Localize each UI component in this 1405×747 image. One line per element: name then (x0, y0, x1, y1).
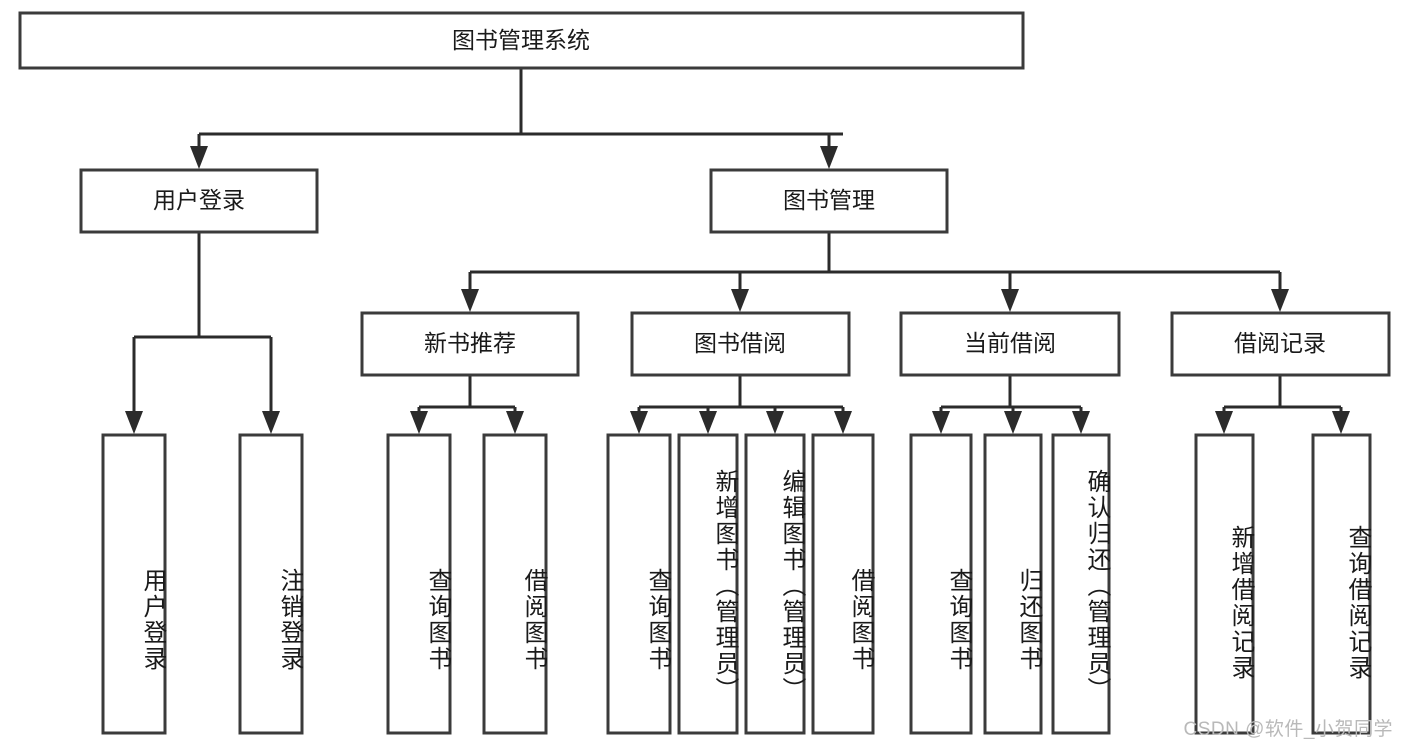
leaf-box-edit-book-admin[interactable] (744, 433, 806, 735)
leaf-boxes (101, 433, 1372, 735)
node-user-login[interactable]: 用户登录 (79, 168, 319, 234)
arrow-head-userlogin-leaf2 (262, 411, 280, 434)
node-book-management[interactable]: 图书管理 (709, 168, 949, 234)
arrow-head-root-to-user-login (190, 146, 208, 169)
leaf-box-logout-login[interactable] (238, 433, 304, 735)
node-current-borrow[interactable]: 当前借阅 (899, 311, 1121, 377)
arrow-head-root-to-book-mgmt (820, 146, 838, 169)
arrow-head-currentborrow-l2 (1004, 411, 1022, 434)
arrow-head-currentborrow-l3 (1072, 411, 1090, 434)
arrow-head-borrowrecords-l2 (1332, 411, 1350, 434)
node-new-book-recommend-label: 新书推荐 (424, 330, 516, 356)
node-borrow-records[interactable]: 借阅记录 (1170, 311, 1391, 377)
node-borrow-records-box[interactable] (1170, 311, 1391, 377)
leaf-box-query-books-borrow[interactable] (606, 433, 672, 735)
node-book-borrow-label: 图书借阅 (694, 330, 786, 356)
connector-group-new-books (410, 375, 524, 434)
node-root-system-box[interactable] (18, 11, 1025, 70)
leaf-box-confirm-return-admin[interactable] (1051, 433, 1111, 735)
node-book-borrow-box[interactable] (630, 311, 851, 377)
connector-group-root (190, 68, 843, 169)
node-book-management-box[interactable] (709, 168, 949, 234)
arrow-head-currentborrow-l1 (932, 411, 950, 434)
leaf-box-query-books-current[interactable] (909, 433, 973, 735)
node-root-system-label: 图书管理系统 (452, 27, 590, 53)
node-new-book-recommend[interactable]: 新书推荐 (360, 311, 580, 377)
leaf-box-add-book-admin[interactable] (677, 433, 739, 735)
node-user-login-box[interactable] (79, 168, 319, 234)
leaf-box-borrow-books-new[interactable] (482, 433, 548, 735)
arrow-head-userlogin-leaf1 (125, 411, 143, 434)
node-book-borrow[interactable]: 图书借阅 (630, 311, 851, 377)
arrow-head-bookborrow-l3 (766, 411, 784, 434)
arrow-head-newbooks-l1 (410, 411, 428, 434)
arrow-head-bookmgmt-borrow (731, 289, 749, 312)
arrow-head-bookmgmt-current (1001, 289, 1019, 312)
arrow-head-bookborrow-l1 (630, 411, 648, 434)
node-new-book-recommend-box[interactable] (360, 311, 580, 377)
arrow-head-newbooks-l2 (506, 411, 524, 434)
leaf-box-add-borrow-record[interactable] (1194, 433, 1255, 735)
connector-group-book-borrow (630, 375, 852, 434)
leaf-box-query-borrow-record[interactable] (1311, 433, 1372, 735)
connector-group-user-login (125, 232, 280, 434)
node-user-login-label: 用户登录 (153, 187, 245, 213)
leaf-box-return-books[interactable] (983, 433, 1043, 735)
arrow-head-bookborrow-l2 (699, 411, 717, 434)
node-borrow-records-label: 借阅记录 (1234, 330, 1326, 356)
leaf-box-user-login[interactable] (101, 433, 167, 735)
node-current-borrow-box[interactable] (899, 311, 1121, 377)
node-root-system[interactable]: 图书管理系统 (18, 11, 1025, 70)
connector-group-current-borrow (932, 375, 1090, 434)
arrow-head-bookmgmt-records (1271, 289, 1289, 312)
arrow-head-borrowrecords-l1 (1215, 411, 1233, 434)
arrow-head-bookborrow-l4 (834, 411, 852, 434)
leaf-box-query-books-new[interactable] (386, 433, 452, 735)
node-book-management-label: 图书管理 (783, 187, 875, 213)
node-current-borrow-label: 当前借阅 (964, 330, 1056, 356)
connector-group-borrow-records (1215, 375, 1350, 434)
connector-group-book-mgmt (461, 232, 1289, 312)
leaf-box-borrow-books-borrow[interactable] (811, 433, 875, 735)
csdn-watermark: CSDN @软件_小贺同学 (1183, 719, 1393, 740)
arrow-head-bookmgmt-new-books (461, 289, 479, 312)
